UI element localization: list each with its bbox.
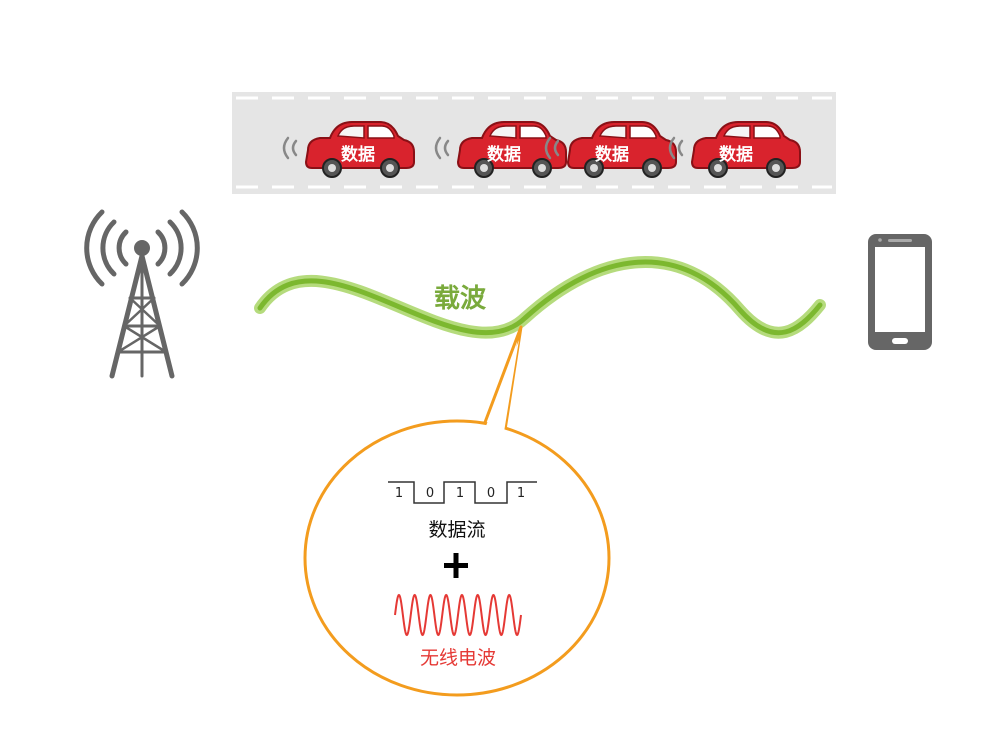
car-label: 数据 [341,144,375,165]
bit-value: 0 [487,486,495,501]
data-car-2: 数据 [434,120,568,179]
data-car-4: 数据 [668,120,802,179]
data-car-1: 数据 [282,120,416,179]
bit-value: 1 [456,486,464,501]
radio-wave-label: 无线电波 [420,647,496,669]
bit-value: 0 [426,486,434,501]
callout-bubble [303,325,611,697]
radio-wave [394,593,522,637]
data-stream-waveform: 1 0 1 0 1 [388,481,537,504]
bit-value: 1 [517,486,525,501]
bit-value: 1 [395,486,403,501]
carrier-wave-core [257,259,823,336]
data-stream-label: 数据流 [428,519,485,541]
data-car-3: 数据 [544,120,678,179]
carrier-label: 载波 [434,284,487,314]
smartphone-icon [868,234,932,350]
radio-tower-icon [84,209,200,379]
car-label: 数据 [595,144,629,165]
carrier-wave [254,256,826,339]
car-label: 数据 [719,144,753,165]
plus-icon [444,553,468,578]
car-label: 数据 [487,144,521,165]
